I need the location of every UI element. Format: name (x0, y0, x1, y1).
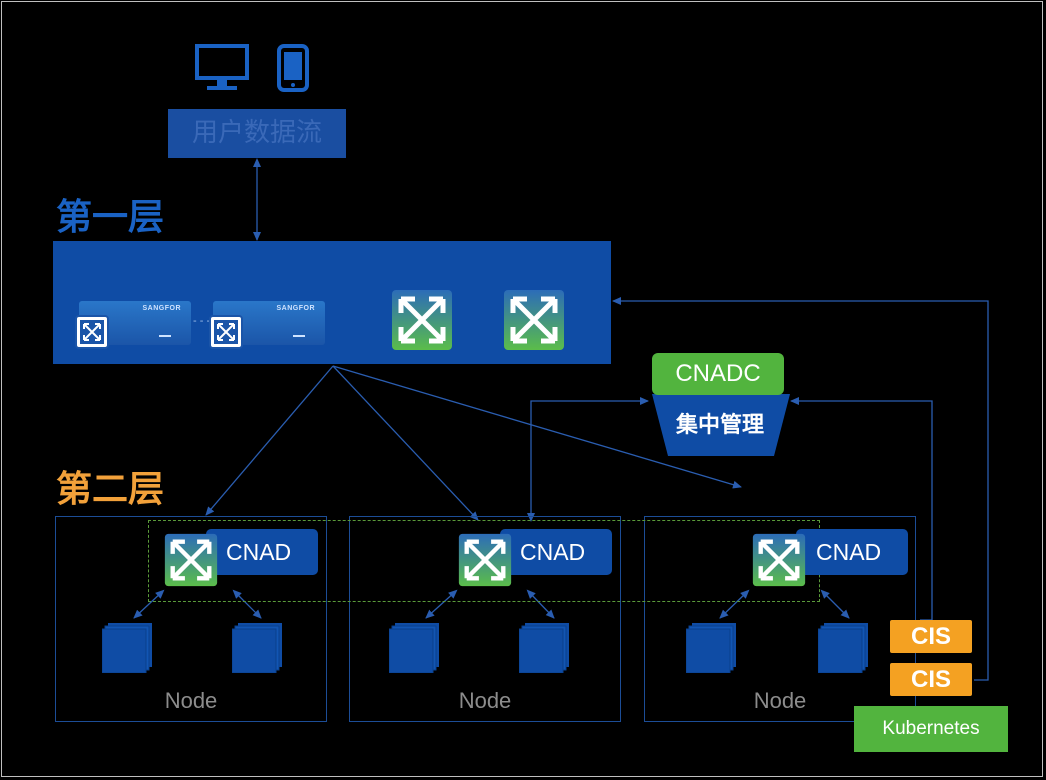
cnad-icon (164, 533, 218, 587)
management-hexagon (652, 394, 790, 456)
tier1-to-node1 (205, 365, 334, 516)
virtual-adc-icon (504, 290, 564, 350)
device-brand: SANGFOR (276, 305, 315, 312)
node-box (644, 516, 916, 722)
cnad2-pod-a (425, 589, 458, 619)
cis-badge: CIS (890, 620, 972, 653)
node-box (349, 516, 621, 722)
node-label: Node (458, 688, 512, 713)
cnad-icon (752, 533, 806, 587)
pod-icon (389, 623, 439, 673)
cnad-label: CNAD (206, 529, 318, 575)
virtual-adc-icon (392, 290, 452, 350)
device-leds (159, 335, 171, 337)
adc-icon (209, 315, 243, 349)
pod-icon (686, 623, 736, 673)
cnad-label: CNAD (796, 529, 908, 575)
cnad2-pod-b (526, 589, 555, 619)
cnad-label: CNAD (500, 529, 612, 575)
phone-icon (277, 44, 309, 92)
cnad3-pod-b (820, 589, 850, 619)
cnad1-pod-a (133, 589, 165, 619)
device-ellipsis: - - - (193, 315, 211, 327)
pod-icon (818, 623, 868, 673)
pod-icon (519, 623, 569, 673)
cnad1-pod-b (232, 589, 262, 619)
cnadc-label: CNADC (652, 353, 784, 395)
node-label: Node (164, 688, 218, 713)
sangfor-appliance: SANGFOR (209, 301, 325, 349)
adc-icon (75, 315, 109, 349)
tier1-to-node2 (332, 365, 479, 521)
node-label: Node (753, 688, 807, 713)
kubernetes-label: Kubernetes (854, 706, 1008, 752)
sangfor-appliance: SANGFOR (75, 301, 191, 349)
cnadc-to-cnad-link (527, 397, 649, 522)
device-leds (293, 335, 305, 337)
pod-icon (232, 623, 282, 673)
device-brand: SANGFOR (142, 305, 181, 312)
cis-to-tier1-link (612, 297, 989, 681)
layer-two-title: 第二层 (56, 469, 165, 510)
user-data-flow-label: 用户数据流 (168, 109, 346, 158)
layer-one-title: 第一层 (56, 197, 165, 238)
pod-icon (102, 623, 152, 673)
monitor-icon (195, 44, 249, 90)
cnad-icon (458, 533, 512, 587)
central-management-label: 集中管理 (675, 413, 764, 438)
tier1-panel: SANGFOR - - - SANGFOR (53, 241, 611, 364)
node-box (55, 516, 327, 722)
cnad3-pod-a (719, 589, 750, 619)
cis-badge: CIS (890, 663, 972, 696)
